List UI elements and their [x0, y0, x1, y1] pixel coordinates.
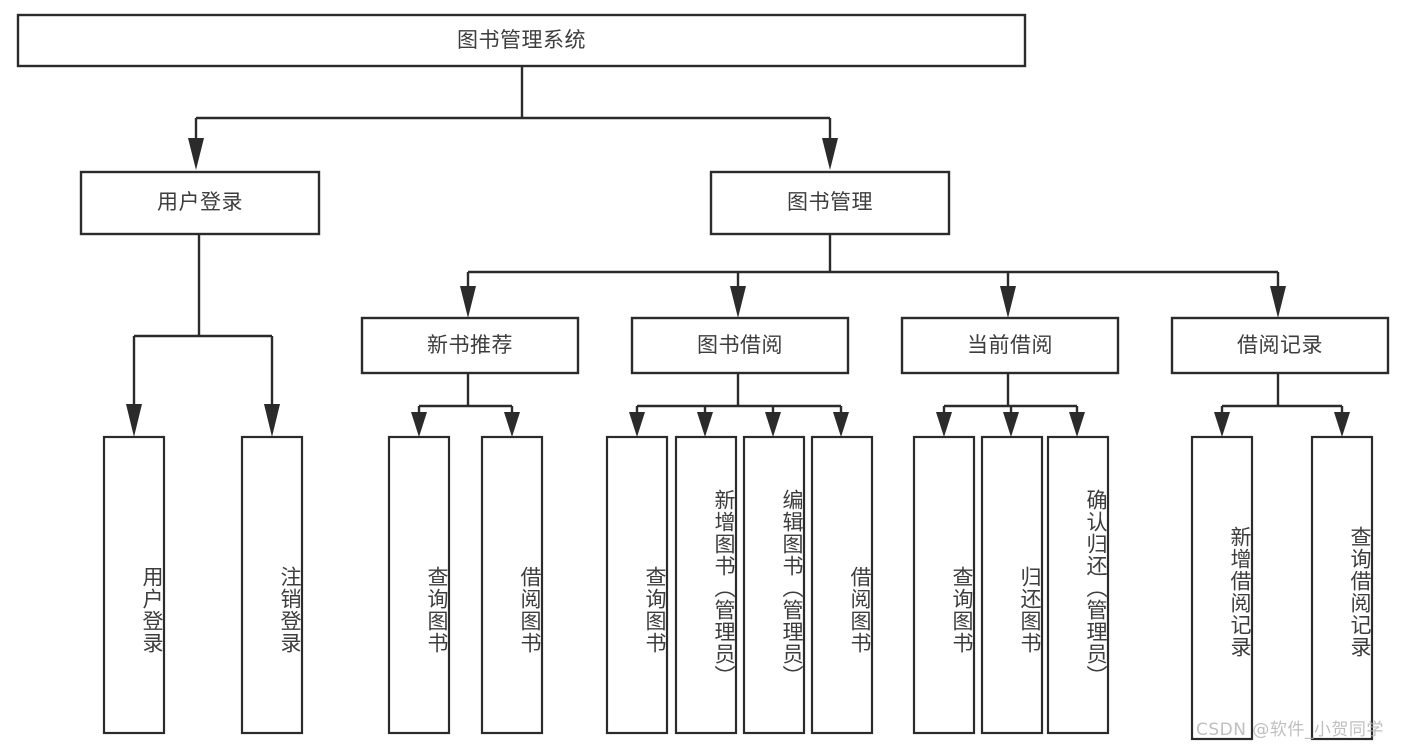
connectors — [126, 66, 1350, 437]
node-box-leaf-return-book[interactable] — [980, 435, 1044, 735]
node-box-leaf-borrow-book-2[interactable] — [810, 435, 874, 735]
arrow-head-book-management — [822, 138, 838, 170]
arrow-head-leaf-confirm-return — [1069, 412, 1085, 437]
node-box-leaf-logout-login[interactable] — [240, 435, 304, 735]
node-box-leaf-confirm-return[interactable] — [1046, 435, 1110, 735]
arrow-head-leaf-borrow-book-2 — [833, 412, 849, 437]
arrow-head-leaf-add-book — [697, 412, 713, 437]
node-boxes — [16, 13, 1390, 741]
node-box-book-management[interactable] — [709, 170, 951, 236]
arrow-head-book-borrow — [730, 286, 746, 318]
arrow-head-leaf-add-record — [1214, 412, 1230, 437]
arrow-head-new-book-recommend — [460, 286, 476, 318]
arrow-head-user-login — [188, 138, 204, 170]
arrow-head-leaf-query-book-2 — [629, 412, 645, 437]
node-box-borrow-record[interactable] — [1170, 316, 1390, 375]
node-box-leaf-borrow-book-1[interactable] — [480, 435, 544, 735]
node-box-leaf-query-book-3[interactable] — [912, 435, 976, 735]
csdn-watermark: CSDN @软件_小贺同学 — [1196, 720, 1384, 740]
node-box-leaf-query-book-2[interactable] — [605, 435, 669, 735]
arrow-head-leaf-query-book-3 — [936, 412, 952, 437]
node-box-leaf-user-login[interactable] — [102, 435, 166, 735]
node-box-leaf-add-record[interactable] — [1190, 435, 1254, 741]
arrow-head-borrow-record — [1270, 286, 1286, 318]
node-box-new-book-recommend[interactable] — [360, 316, 580, 375]
node-box-leaf-query-book-1[interactable] — [387, 435, 451, 735]
arrow-head-leaf-borrow-book-1 — [504, 412, 520, 437]
arrow-head-current-borrow — [1000, 286, 1016, 318]
node-box-leaf-query-record[interactable] — [1310, 435, 1374, 741]
node-box-root[interactable] — [16, 13, 1027, 68]
node-box-leaf-edit-book[interactable] — [742, 435, 806, 735]
arrow-head-leaf-edit-book — [765, 412, 781, 437]
arrow-head-leaf-user-login — [126, 404, 142, 437]
arrow-head-leaf-query-book-1 — [411, 412, 427, 437]
node-box-book-borrow[interactable] — [630, 316, 850, 375]
arrow-head-leaf-logout-login — [264, 404, 280, 437]
node-box-user-login[interactable] — [79, 170, 321, 236]
arrow-head-leaf-return-book — [1003, 412, 1019, 437]
node-box-leaf-add-book[interactable] — [674, 435, 738, 735]
node-box-current-borrow[interactable] — [900, 316, 1120, 375]
arrow-head-leaf-query-record — [1334, 412, 1350, 437]
